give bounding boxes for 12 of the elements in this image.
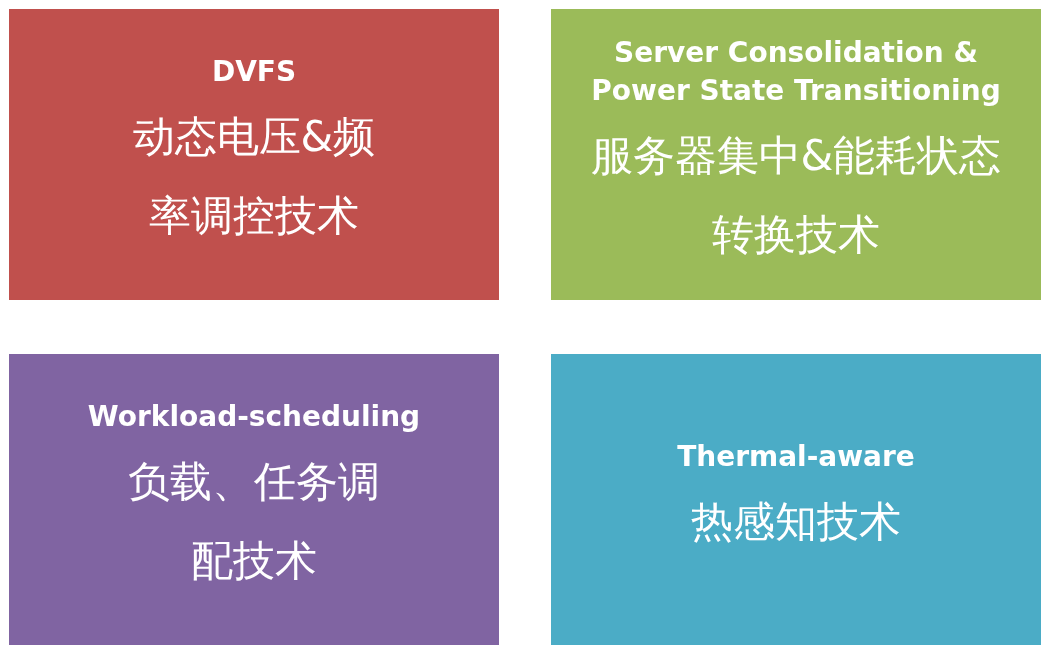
category-box [9,9,499,300]
category-box [551,9,1041,300]
box-text: 热感知技术 [691,495,901,548]
box-text: 负载、任务调配技术 [127,455,381,588]
category-box [551,354,1041,645]
box-heading: Thermal-aware [677,438,915,475]
box-heading: Workload-scheduling [87,398,421,435]
box-heading: DVFS [211,53,297,90]
category-box [9,354,499,645]
box-text: 动态电压&频率调控技术 [131,110,377,243]
box-text: 服务器集中&能耗状态转换技术 [589,129,1003,262]
box-heading: Server Consolidation & Power State Transitioning [590,34,1002,109]
